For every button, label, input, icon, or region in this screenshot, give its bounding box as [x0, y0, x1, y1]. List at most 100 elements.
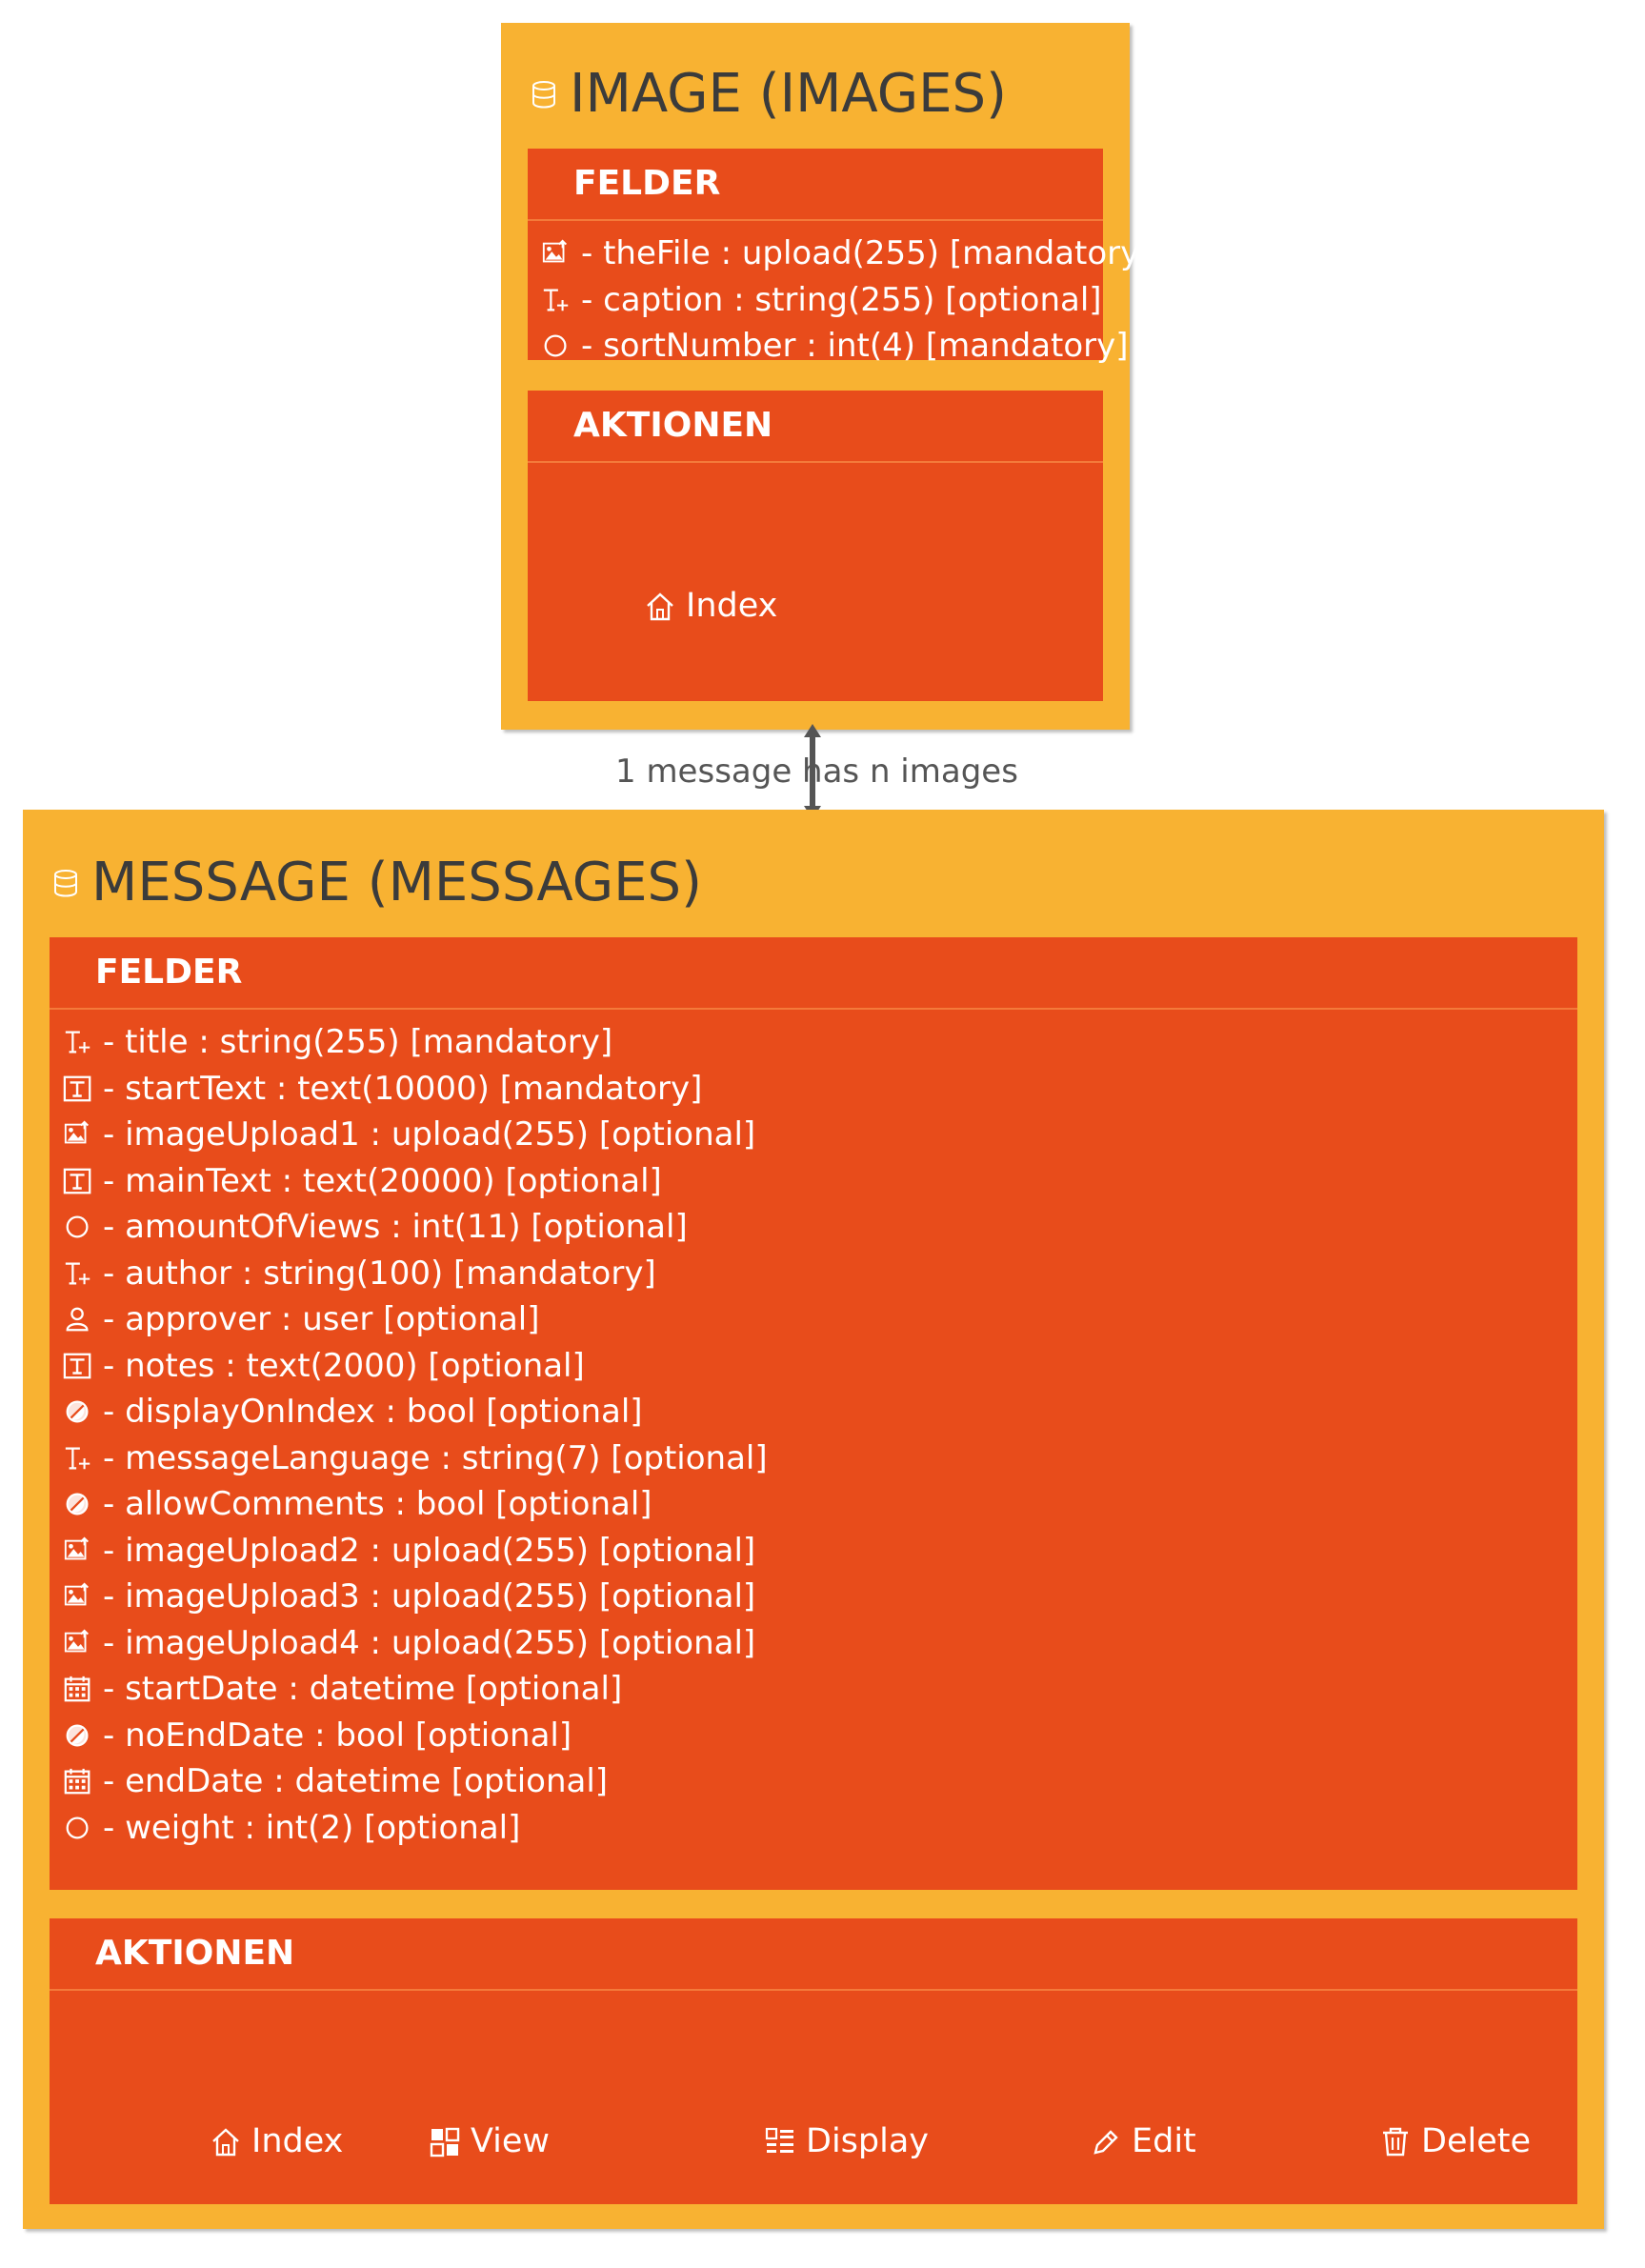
action-index-button[interactable]: Index	[644, 587, 777, 625]
bool-icon	[66, 1400, 89, 1423]
action-label: Index	[686, 587, 778, 625]
field-row[interactable]: - notes : text(2000) [optional]	[50, 1343, 1577, 1390]
string-icon	[543, 289, 569, 311]
field-label: - endDate : datetime [optional]	[103, 1762, 609, 1801]
field-row[interactable]: - imageUpload4 : upload(255) [optional]	[50, 1620, 1577, 1667]
action-index-button[interactable]: Index	[210, 2122, 343, 2160]
message-entity[interactable]: MESSAGE (MESSAGES) FELDER - title : stri…	[23, 810, 1604, 2229]
field-row[interactable]: - mainText : text(20000) [optional]	[50, 1158, 1577, 1205]
field-label: - imageUpload3 : upload(255) [optional]	[103, 1577, 756, 1616]
image-actions-section: AKTIONEN Index	[528, 391, 1103, 701]
field-label: - sortNumber : int(4) [mandatory]	[581, 327, 1129, 366]
field-row[interactable]: - theFile : upload(255) [mandatory]	[528, 231, 1153, 277]
action-label: Index	[251, 2122, 344, 2160]
actions-header: AKTIONEN	[528, 391, 1103, 463]
field-row[interactable]: - noEndDate : bool [optional]	[50, 1713, 1577, 1759]
delete-icon	[1383, 2127, 1408, 2157]
field-label: - title : string(255) [mandatory]	[103, 1023, 613, 1062]
home-icon	[212, 2128, 239, 2157]
upload-icon	[64, 1582, 90, 1606]
field-label: - author : string(100) [mandatory]	[103, 1254, 656, 1293]
field-label: - allowComments : bool [optional]	[103, 1485, 652, 1524]
field-row[interactable]: - author : string(100) [mandatory]	[50, 1251, 1577, 1297]
action-label: Edit	[1132, 2122, 1196, 2160]
relation-label: 1 message has n images	[615, 753, 1018, 791]
int-icon	[66, 1816, 89, 1839]
field-row[interactable]: - imageUpload3 : upload(255) [optional]	[50, 1574, 1577, 1620]
actions-header: AKTIONEN	[50, 1918, 1577, 1991]
int-icon	[66, 1215, 89, 1238]
text-icon	[63, 1168, 91, 1194]
image-entity[interactable]: IMAGE (IMAGES) FELDER - theFile : upload…	[501, 23, 1153, 730]
string-icon	[65, 1031, 90, 1054]
field-row[interactable]: - startDate : datetime [optional]	[50, 1666, 1577, 1713]
image-fields-section: FELDER - theFile : upload(255) [mandator…	[528, 149, 1153, 365]
field-label: - noEndDate : bool [optional]	[103, 1716, 572, 1755]
field-label: - imageUpload2 : upload(255) [optional]	[103, 1531, 756, 1570]
calendar-icon	[64, 1769, 90, 1795]
action-delete-button[interactable]: Delete	[1379, 2122, 1531, 2160]
string-icon	[65, 1447, 90, 1470]
action-edit-button[interactable]: Edit	[1090, 2122, 1196, 2160]
fields-header: FELDER	[50, 937, 1577, 1010]
field-label: - approver : user [optional]	[103, 1300, 540, 1339]
field-label: - messageLanguage : string(7) [optional]	[103, 1438, 768, 1477]
field-label: - imageUpload4 : upload(255) [optional]	[103, 1623, 756, 1662]
action-label: View	[471, 2122, 551, 2160]
action-label: Delete	[1421, 2122, 1531, 2160]
int-icon	[544, 334, 567, 357]
string-icon	[65, 1262, 90, 1285]
field-row[interactable]: - sortNumber : int(4) [mandatory]	[528, 323, 1129, 370]
text-icon	[63, 1353, 91, 1379]
upload-icon	[64, 1536, 90, 1560]
field-list: - title : string(255) [mandatory] - start…	[50, 1010, 1577, 1851]
display-icon	[765, 2127, 793, 2153]
field-row[interactable]: - allowComments : bool [optional]	[50, 1481, 1577, 1528]
message-actions-section: AKTIONEN Index View Display Edit Delete	[50, 1918, 1577, 2204]
action-view-button[interactable]: View	[429, 2122, 550, 2160]
field-label: - notes : text(2000) [optional]	[103, 1346, 585, 1385]
field-label: - startDate : datetime [optional]	[103, 1670, 623, 1709]
bool-icon	[66, 1493, 89, 1515]
field-label: - startText : text(10000) [mandatory]	[103, 1069, 703, 1108]
field-label: - displayOnIndex : bool [optional]	[103, 1393, 643, 1432]
field-label: - mainText : text(20000) [optional]	[103, 1161, 662, 1200]
view-icon	[430, 2127, 460, 2158]
home-icon	[647, 592, 673, 621]
entity-title: IMAGE (IMAGES)	[570, 63, 1007, 125]
field-row[interactable]: - startText : text(10000) [mandatory]	[50, 1066, 1577, 1113]
upload-icon	[64, 1629, 90, 1653]
field-label: - caption : string(255) [optional]	[581, 280, 1102, 319]
upload-icon	[542, 239, 568, 263]
field-list: - theFile : upload(255) [mandatory] - cap…	[528, 221, 1153, 370]
field-row[interactable]: - weight : int(2) [optional]	[50, 1805, 1577, 1852]
field-row[interactable]: - title : string(255) [mandatory]	[50, 1019, 1577, 1066]
action-label: Display	[806, 2122, 930, 2160]
field-row[interactable]: - imageUpload1 : upload(255) [optional]	[50, 1112, 1577, 1158]
message-fields-section: FELDER - title : string(255) [mandatory]…	[50, 937, 1577, 1890]
field-row[interactable]: - endDate : datetime [optional]	[50, 1758, 1577, 1805]
database-icon	[532, 80, 555, 108]
field-row[interactable]: - displayOnIndex : bool [optional]	[50, 1389, 1577, 1435]
field-row[interactable]: - approver : user [optional]	[50, 1296, 1577, 1343]
field-row[interactable]: - messageLanguage : string(7) [optional]	[50, 1435, 1577, 1482]
message-entity-title-row: MESSAGE (MESSAGES)	[53, 852, 702, 913]
entity-title: MESSAGE (MESSAGES)	[91, 852, 702, 913]
text-icon	[63, 1075, 91, 1102]
upload-icon	[64, 1120, 90, 1144]
field-row[interactable]: - caption : string(255) [optional]	[528, 277, 1103, 324]
field-label: - imageUpload1 : upload(255) [optional]	[103, 1115, 756, 1154]
image-entity-title-row: IMAGE (IMAGES)	[532, 63, 1007, 125]
field-label: - weight : int(2) [optional]	[103, 1808, 521, 1847]
fields-header: FELDER	[528, 149, 1103, 221]
field-label: - theFile : upload(255) [mandatory]	[581, 234, 1153, 273]
field-row[interactable]: - amountOfViews : int(11) [optional]	[50, 1204, 1577, 1251]
field-row[interactable]: - imageUpload2 : upload(255) [optional]	[50, 1528, 1577, 1575]
action-display-button[interactable]: Display	[764, 2122, 929, 2160]
edit-icon	[1093, 2130, 1118, 2155]
bool-icon	[66, 1724, 89, 1747]
user-icon	[66, 1307, 89, 1332]
calendar-icon	[64, 1676, 90, 1702]
database-icon	[54, 869, 77, 896]
field-label: - amountOfViews : int(11) [optional]	[103, 1208, 688, 1247]
